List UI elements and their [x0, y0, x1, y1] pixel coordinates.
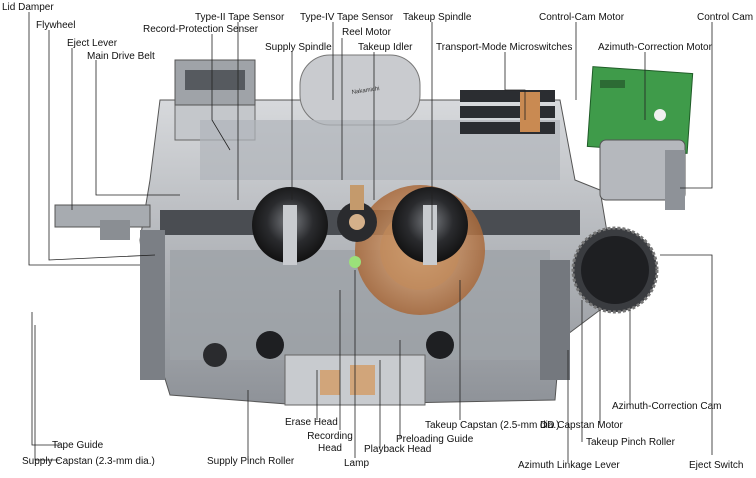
supply-reel-part: [252, 187, 328, 265]
label-supply-pinch-roller: Supply Pinch Roller: [207, 456, 295, 467]
microswitch-part: [460, 90, 555, 134]
leader-lines: [28, 12, 713, 462]
label-recording-head-line2: Head: [318, 443, 342, 454]
label-main-drive-belt: Main Drive Belt: [87, 51, 155, 62]
label-control-cam: Control Cam: [697, 12, 754, 23]
label-takeup-capstan: Takeup Capstan (2.5-mm dia.): [425, 420, 560, 431]
label-azimuth-correction-motor: Azimuth-Correction Motor: [598, 42, 712, 53]
eject-lever-part: [54, 204, 151, 240]
label-recording-head-line1: Recording: [307, 431, 353, 442]
badge-text: Nakamichi: [351, 86, 380, 96]
label-azimuth-linkage-lever: Azimuth Linkage Lever: [518, 460, 620, 471]
label-erase-head: Erase Head: [285, 417, 338, 428]
label-transport-mode-microswitches: Transport-Mode Microswitches: [436, 42, 573, 53]
label-reel-motor: Reel Motor: [342, 27, 391, 38]
label-type2-tape-sensor: Type-II Tape Sensor: [195, 12, 285, 23]
control-cam-part: [571, 226, 659, 314]
chassis: [139, 54, 611, 406]
label-supply-capstan: Supply Capstan (2.3-mm dia.): [22, 456, 155, 467]
label-eject-switch: Eject Switch: [689, 460, 744, 471]
label-preloading-guide: Preloading Guide: [396, 434, 474, 445]
label-tape-guide: Tape Guide: [52, 440, 104, 451]
label-dd-capstan-motor: DD Capstan Motor: [540, 420, 623, 431]
label-type4-tape-sensor: Type-IV Tape Sensor: [300, 12, 394, 23]
azimuth-motor-part: [586, 66, 694, 210]
label-control-cam-motor: Control-Cam Motor: [539, 12, 625, 23]
label-lid-damper: Lid Damper: [2, 2, 54, 13]
label-takeup-idler: Takeup Idler: [358, 42, 413, 53]
pinch-roller-part: [203, 331, 454, 367]
idler-part: [337, 185, 377, 242]
label-supply-spindle: Supply Spindle: [265, 42, 332, 53]
label-record-protection-sensor: Record-Protection Senser: [143, 24, 259, 35]
label-azimuth-correction-cam: Azimuth-Correction Cam: [612, 401, 722, 412]
label-takeup-spindle: Takeup Spindle: [403, 12, 472, 23]
label-flywheel: Flywheel: [36, 20, 76, 31]
label-playback-head: Playback Head: [364, 444, 432, 455]
takeup-reel-part: [392, 187, 468, 265]
label-takeup-pinch-roller: Takeup Pinch Roller: [586, 437, 675, 448]
label-lamp: Lamp: [344, 458, 370, 469]
label-eject-lever: Eject Lever: [67, 38, 118, 49]
